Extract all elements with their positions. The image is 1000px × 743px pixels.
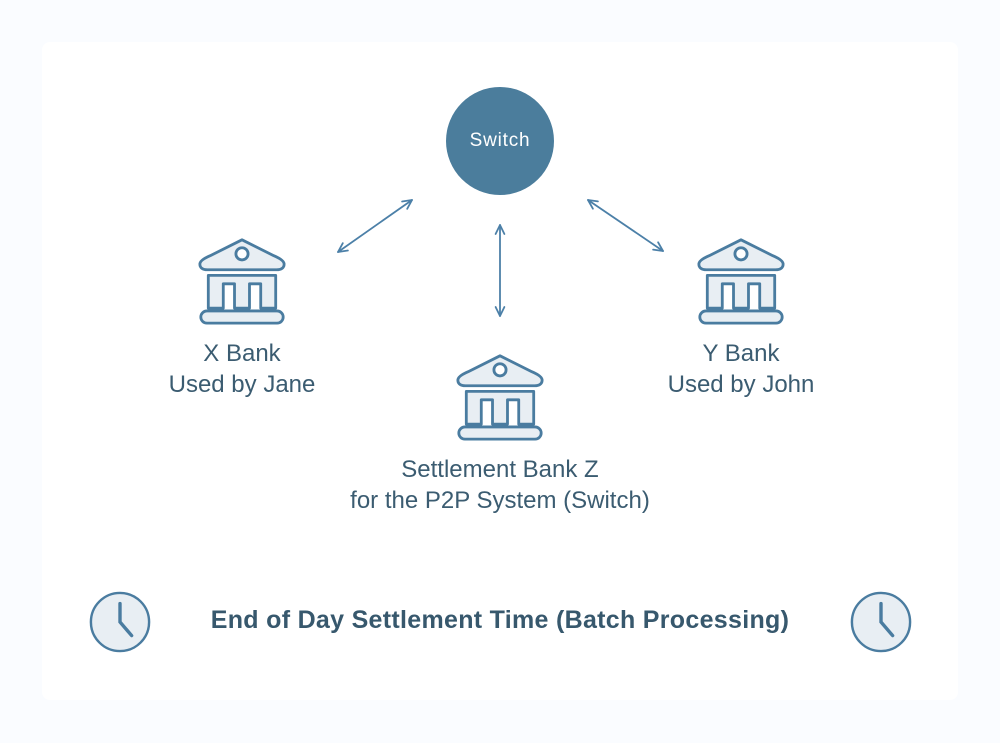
bank-subtitle: for the P2P System (Switch) bbox=[350, 487, 650, 514]
bank-subtitle: Used by John bbox=[667, 371, 815, 398]
footer-headline: End of Day Settlement Time (Batch Proces… bbox=[210, 606, 790, 634]
bank-icon bbox=[198, 238, 286, 325]
switch-node: Switch bbox=[446, 87, 554, 195]
bank-icon bbox=[456, 354, 544, 441]
clock-icon bbox=[850, 591, 912, 653]
bank-node-y: Y Bank Used by John bbox=[631, 237, 851, 400]
bank-name: X Bank bbox=[203, 340, 281, 367]
bank-node-x: X Bank Used by Jane bbox=[132, 237, 352, 400]
bank-name: Y Bank bbox=[702, 340, 780, 367]
bank-icon bbox=[697, 238, 785, 325]
bank-name: Settlement Bank Z bbox=[401, 456, 599, 483]
switch-node-label: Switch bbox=[469, 130, 531, 151]
bank-subtitle: Used by Jane bbox=[168, 371, 316, 398]
clock-icon bbox=[89, 591, 151, 653]
bank-node-settlement: Settlement Bank Z for the P2P System (Sw… bbox=[310, 353, 690, 516]
